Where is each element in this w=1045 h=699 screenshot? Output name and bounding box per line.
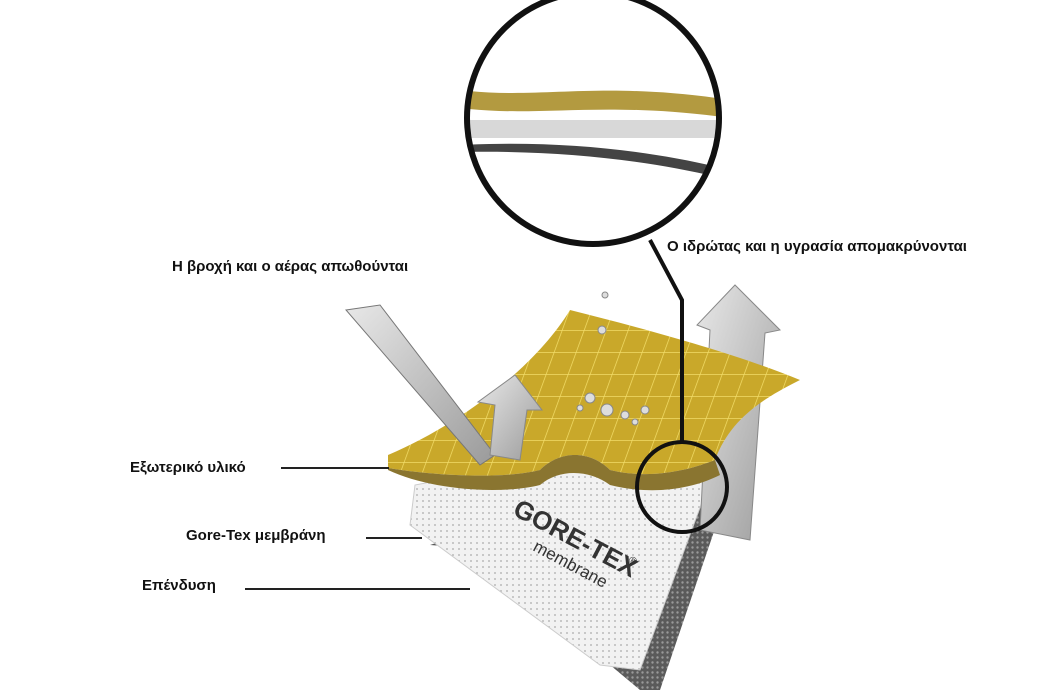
- membrane-layer-label: Gore-Tex μεμβράνη: [186, 527, 326, 544]
- outer-leader-line: [281, 467, 389, 469]
- lining-layer-label: Επένδυση: [142, 577, 216, 594]
- lining-leader-line: [245, 588, 470, 590]
- magnifier-view: [469, 0, 717, 242]
- outer-layer-label: Εξωτερικό υλικό: [130, 459, 246, 476]
- outer-fabric-layer: [388, 310, 800, 476]
- rain-wind-callout: Η βροχή και ο αέρας απωθούνται: [172, 258, 409, 275]
- magnifier-ring: [464, 0, 722, 247]
- water-droplets: [576, 291, 650, 426]
- magnifier-connector: [648, 239, 684, 442]
- zoom-focus-ring: [635, 440, 729, 534]
- vapor-arrow: [476, 374, 544, 461]
- sweat-callout: Ο ιδρώτας και η υγρασία απομακρύνονται: [667, 238, 967, 255]
- membrane-leader-line: [366, 537, 422, 539]
